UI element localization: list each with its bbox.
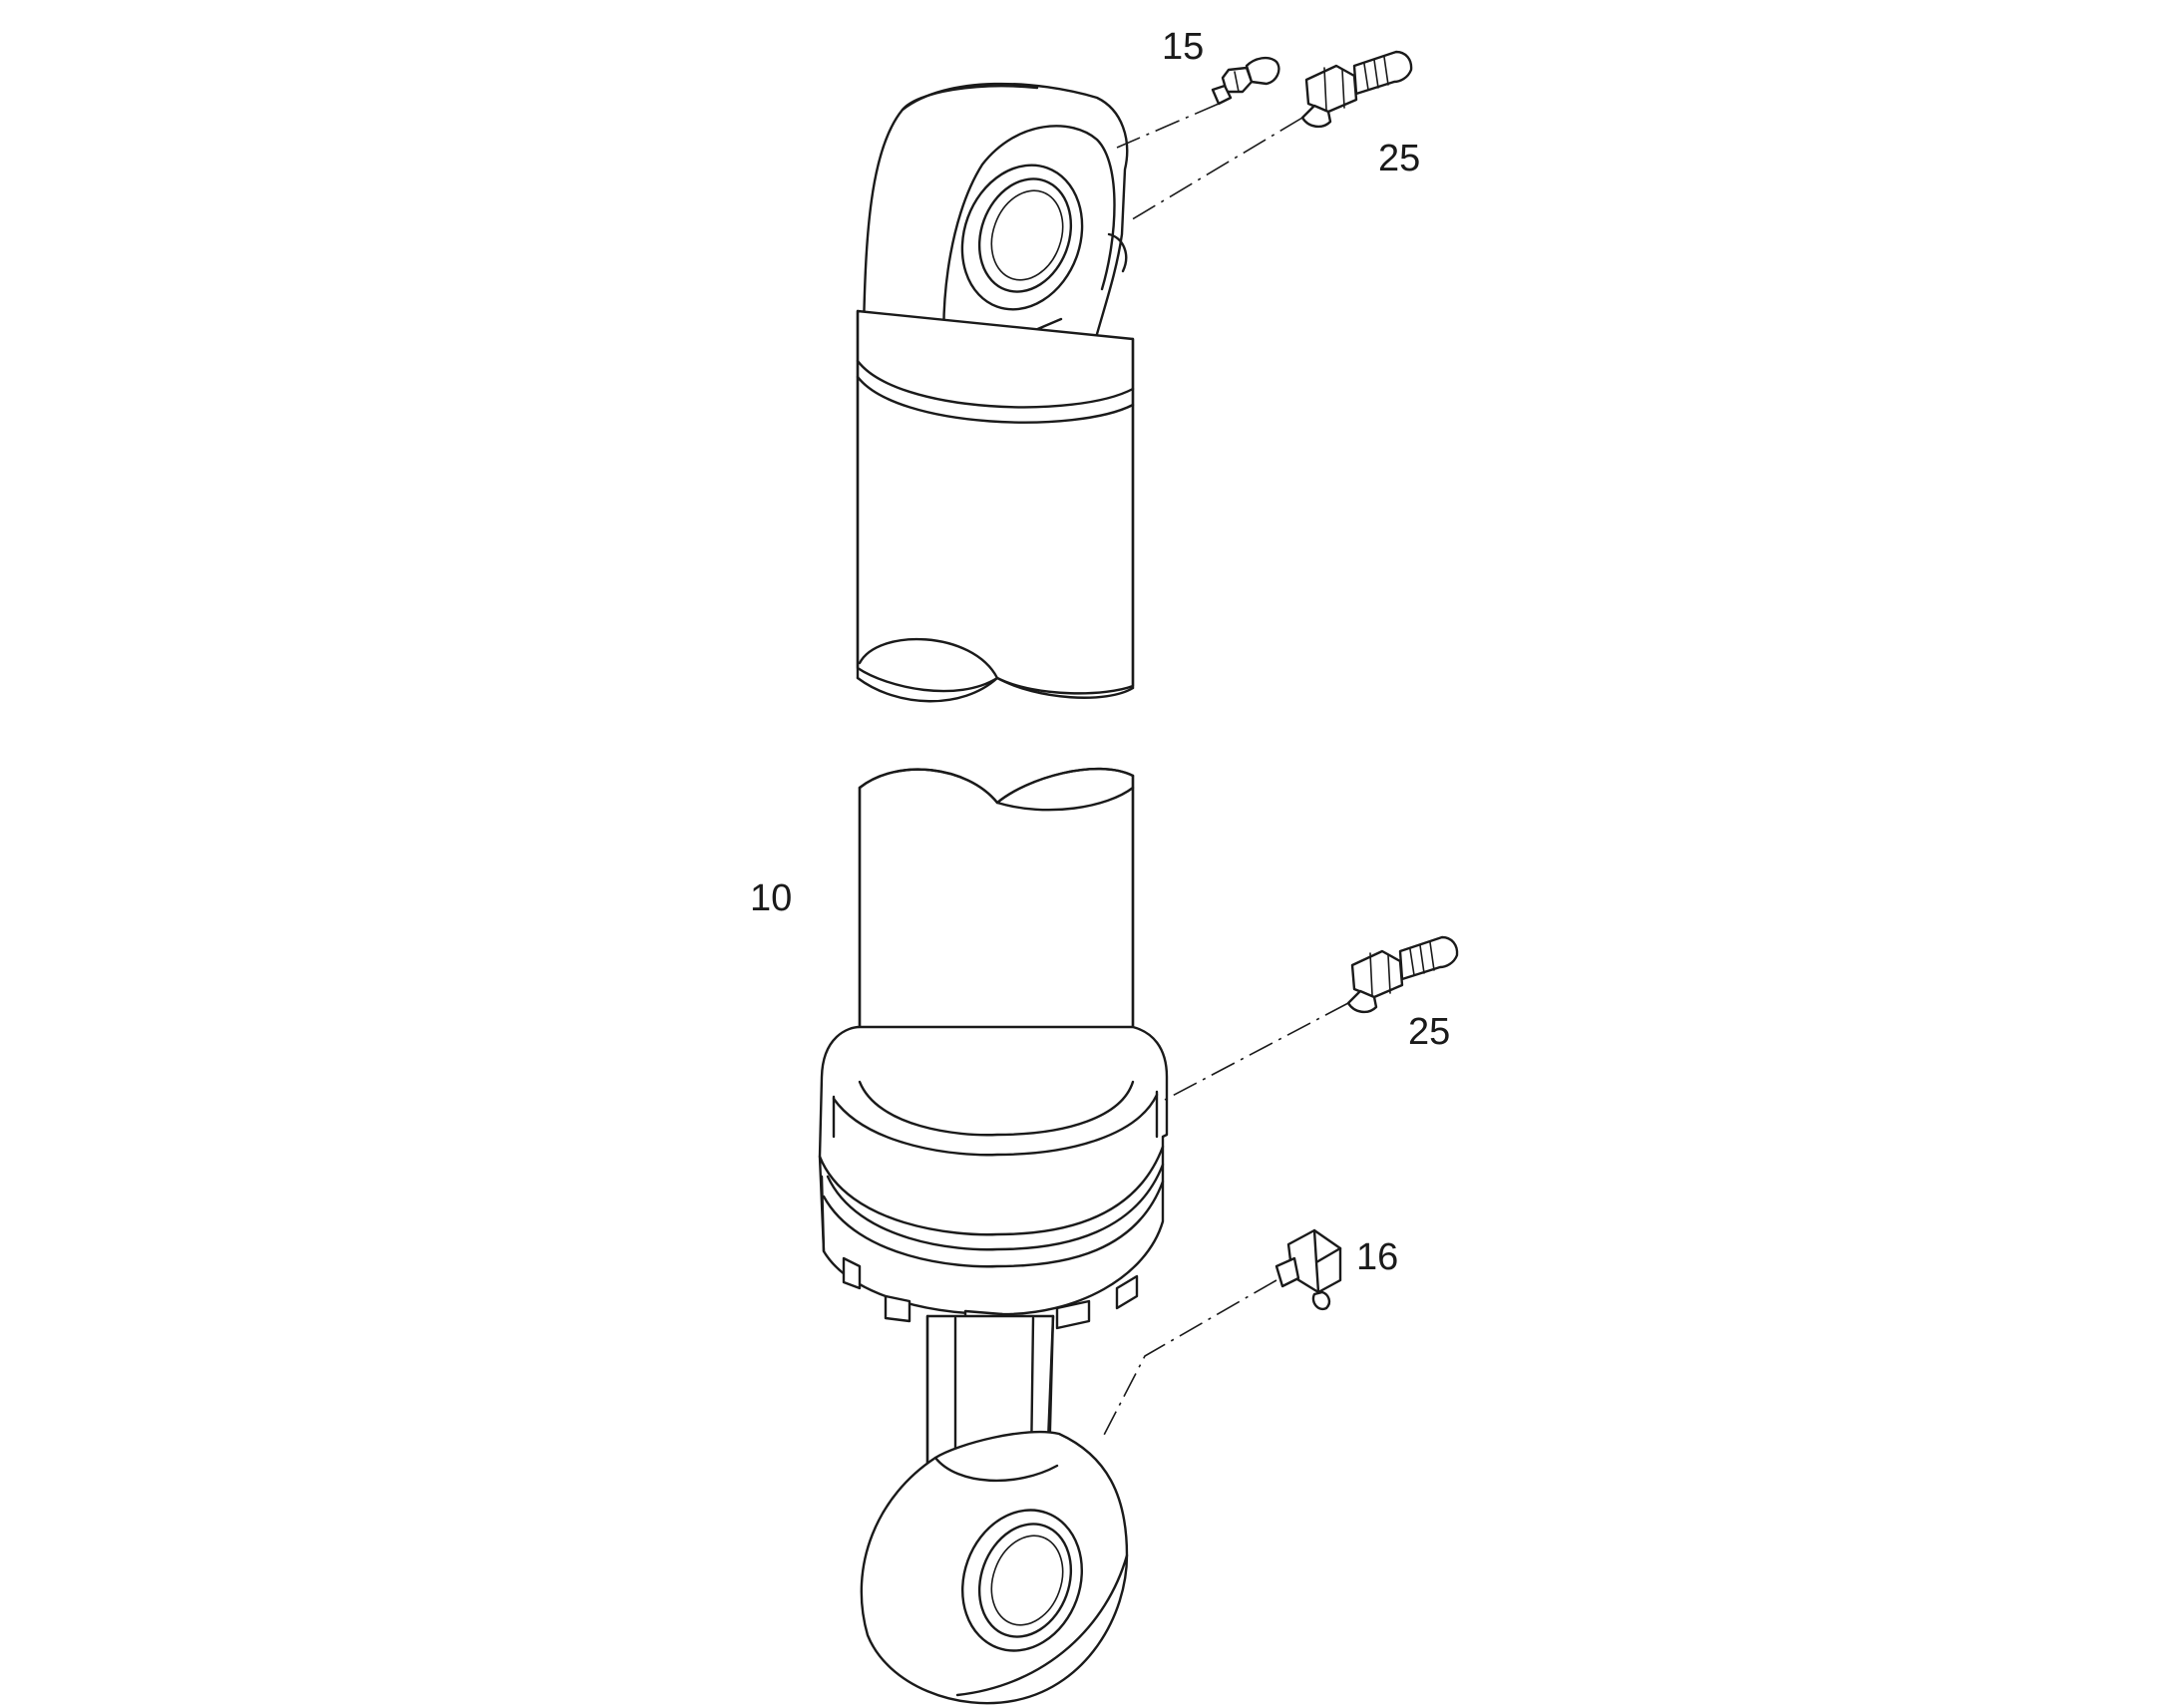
cylinder-head bbox=[818, 1025, 1169, 1316]
callout-10: 10 bbox=[750, 877, 793, 919]
bottom-rod-eye bbox=[860, 1430, 1129, 1705]
hydraulic-fitting-25-bottom bbox=[1346, 935, 1459, 1014]
leader-lines bbox=[1100, 103, 1349, 1442]
lower-barrel bbox=[858, 768, 1135, 1084]
upper-barrel bbox=[856, 309, 1135, 703]
callout-25-bottom: 25 bbox=[1408, 1011, 1451, 1053]
grease-fitting-16 bbox=[1274, 1228, 1342, 1311]
callout-15: 15 bbox=[1162, 26, 1205, 68]
grease-fitting-15 bbox=[1211, 56, 1280, 106]
hydraulic-fitting-25-top bbox=[1300, 50, 1413, 129]
callout-16: 16 bbox=[1356, 1236, 1399, 1278]
callout-25-top: 25 bbox=[1378, 138, 1421, 179]
